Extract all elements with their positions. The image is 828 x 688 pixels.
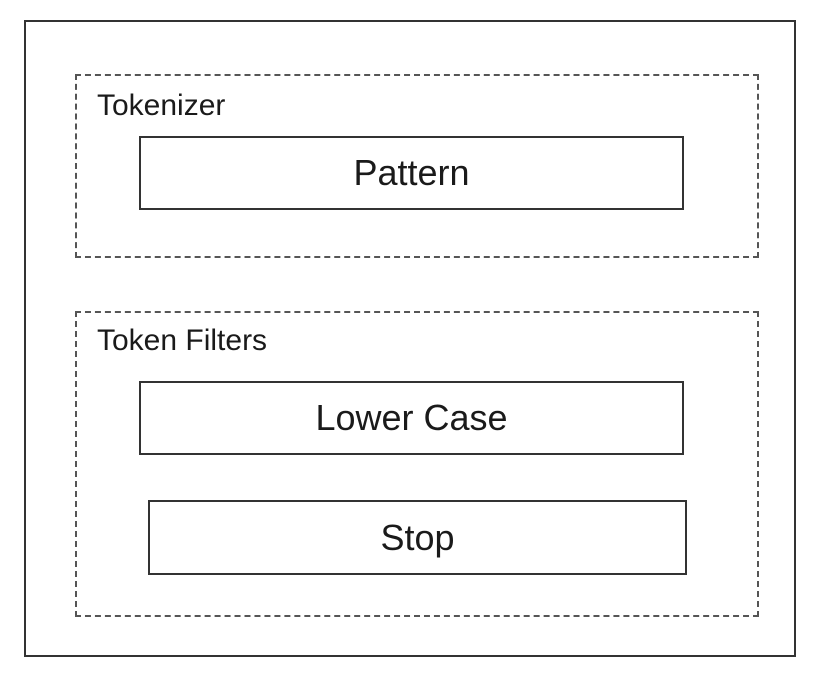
lower-case-filter-box: Lower Case bbox=[139, 381, 684, 455]
token-filters-group: Token Filters bbox=[75, 311, 759, 617]
analyzer-container bbox=[24, 20, 796, 657]
tokenizer-group: Tokenizer bbox=[75, 74, 759, 258]
pattern-tokenizer-label: Pattern bbox=[353, 152, 470, 193]
stop-filter-box: Stop bbox=[148, 500, 687, 575]
pattern-tokenizer-box: Pattern bbox=[139, 136, 684, 210]
stop-filter-label: Stop bbox=[380, 516, 455, 558]
token-filters-group-label: Token Filters bbox=[97, 324, 268, 357]
tokenizer-group-label: Tokenizer bbox=[97, 89, 226, 122]
lower-case-filter-label: Lower Case bbox=[315, 397, 508, 438]
